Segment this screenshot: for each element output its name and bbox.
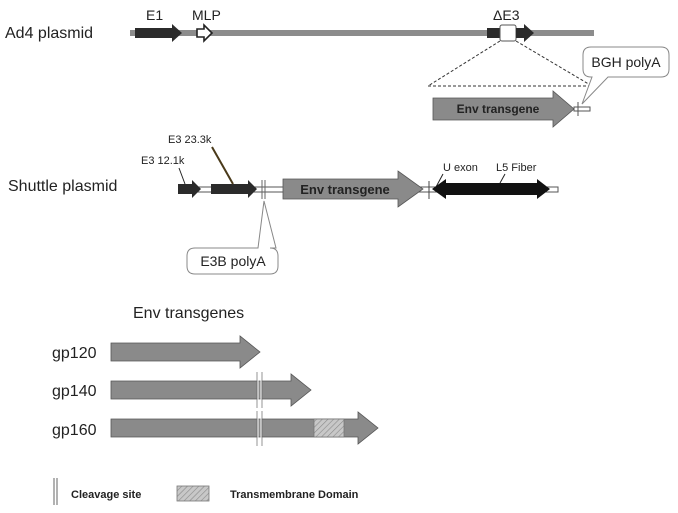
e3-121k-gene-arrow (178, 180, 201, 198)
legend-cleavage-label: Cleavage site (71, 489, 141, 501)
shuttle-env-transgene-arrow (282, 170, 424, 208)
expansion-line-left (427, 40, 501, 87)
e1-label: E1 (146, 7, 163, 23)
expansion-line-right (515, 40, 593, 87)
bgh-polya-label: BGH polyA (591, 54, 661, 70)
delta-e3-left-block (487, 28, 501, 38)
l5-fiber-label: L5 Fiber (496, 162, 537, 174)
gp160-transmembrane-domain (313, 418, 345, 438)
ad4-plasmid-title: Ad4 plasmid (5, 25, 93, 42)
delta-e3-right-arrow (516, 24, 534, 42)
gp160-arrow (110, 411, 379, 445)
delta-e3-insertion-site (499, 24, 517, 42)
e3-233k-label: E3 23.3k (168, 134, 212, 146)
legend-tm-label: Transmembrane Domain (230, 489, 359, 501)
ad4-backbone (130, 30, 594, 36)
delta-e3-label: ΔE3 (493, 7, 520, 23)
e3-121k-pointer (178, 167, 186, 185)
shuttle-env-transgene-label: Env transgene (300, 182, 390, 197)
bgh-polya-callout (581, 46, 670, 105)
legend-tm-swatch (176, 485, 210, 502)
e3b-polya-label: E3B polyA (200, 253, 266, 269)
gp120-arrow (110, 335, 261, 369)
gp140-label: gp140 (52, 383, 97, 400)
e3-233k-gene-arrow (211, 180, 257, 198)
e3-121k-label: E3 12.1k (141, 155, 185, 167)
ad4-env-transgene-arrow (432, 90, 575, 128)
shuttle-plasmid-title: Shuttle plasmid (8, 178, 117, 195)
e1-gene-arrow (135, 24, 182, 42)
l5-fiber-gene-arrow (432, 179, 550, 199)
ad4-env-transgene-label: Env transgene (457, 102, 540, 116)
bgh-polya-segment (573, 106, 591, 112)
env-transgenes-title: Env transgenes (133, 305, 244, 322)
u-exon-pointer (435, 173, 444, 188)
e3b-polya-callout (186, 200, 279, 275)
gp160-label: gp160 (52, 422, 97, 439)
mlp-promoter-arrow (196, 23, 214, 43)
gp140-arrow (110, 373, 312, 407)
mlp-label: MLP (192, 7, 221, 23)
u-exon-label: U exon (443, 162, 478, 174)
gp120-label: gp120 (52, 345, 97, 362)
l5-fiber-pointer (499, 173, 506, 184)
e3-233k-pointer (211, 146, 234, 185)
